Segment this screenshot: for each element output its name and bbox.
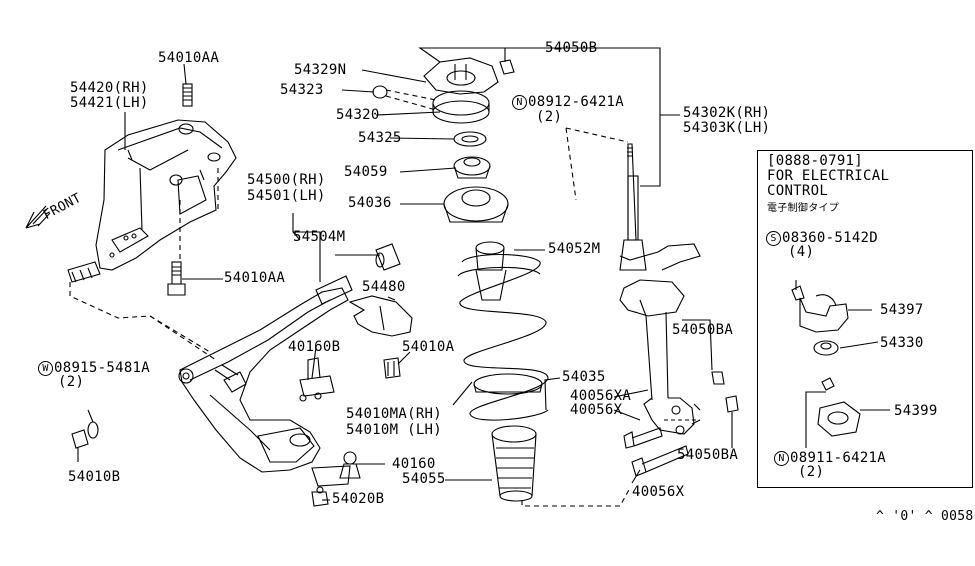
bushing-54504m-drawing [375, 243, 401, 271]
part-label-54020b: 54020B [332, 491, 385, 507]
nut-54010b-drawing [71, 429, 89, 449]
inset-nut-08911-qty: (2) [798, 464, 825, 480]
part-label-54501: 54501(LH) [247, 188, 326, 204]
inset-japanese-note: 電子制御タイプ [767, 203, 840, 214]
screw-08360-code: 08360-5142D [782, 230, 879, 246]
part-label-54010aa-top: 54010AA [158, 50, 220, 66]
inset-part-label-54330: 54330 [880, 335, 924, 351]
part-label-54050ba-a: 54050BA [672, 322, 734, 338]
part-label-54421: 54421(LH) [70, 95, 149, 111]
part-label-54303k: 54303K(LH) [683, 120, 771, 136]
crossmember-bracket-drawing [67, 83, 237, 361]
lower-control-arm-drawing [178, 275, 353, 473]
part-label-54059: 54059 [344, 164, 388, 180]
part-label-54010aa-mid: 54010AA [224, 270, 286, 286]
inset-part-label-54399: 54399 [894, 403, 938, 419]
part-label-54323: 54323 [280, 82, 324, 98]
nut-symbol-icon: N [512, 95, 527, 110]
dust-boot-54055-drawing [491, 425, 537, 502]
nut-08912-code: 08912-6421A [528, 94, 625, 110]
part-label-54036: 54036 [348, 195, 392, 211]
part-label-54010b: 54010B [68, 469, 121, 485]
part-label-54010a: 54010A [402, 339, 455, 355]
part-label-54010m: 54010M (LH) [346, 422, 443, 438]
part-label-54050b: 54050B [545, 40, 598, 56]
part-label-54420: 54420(RH) [70, 80, 149, 96]
coil-spring-54010m-drawing [457, 241, 549, 421]
inset-screw-08360-qty: (4) [788, 244, 815, 260]
strut-mount-drawing [372, 57, 515, 223]
part-label-54329n: 54329N [294, 62, 347, 78]
electrical-control-inset: [0888-0791] FOR ELECTRICAL CONTROL 電子制御タ… [757, 150, 973, 488]
bolt-40056x-drawing [631, 445, 689, 477]
part-label-54050ba-b: 54050BA [677, 447, 739, 463]
ball-joint-40160-drawing [311, 451, 361, 494]
part-label-54480: 54480 [362, 279, 406, 295]
inset-part-label-54397: 54397 [880, 302, 924, 318]
part-label-54325: 54325 [358, 130, 402, 146]
part-label-nut-08912-qty: (2) [536, 109, 563, 125]
front-arrow-icon [25, 205, 51, 229]
part-label-40160b: 40160B [288, 339, 341, 355]
washer-08915-code: 08915-5481A [54, 360, 151, 376]
washer-08915-drawing [87, 421, 99, 439]
part-label-54035: 54035 [562, 369, 606, 385]
inset-title-line2: CONTROL [767, 183, 829, 199]
part-label-54302k: 54302K(RH) [683, 105, 771, 121]
washer-symbol-icon: W [38, 361, 53, 376]
nut-54050ba-drawing [711, 371, 725, 385]
bracket-54480-drawing [348, 295, 413, 337]
part-label-54010ma: 54010MA(RH) [346, 406, 443, 422]
part-label-40056x-a: 40056X [570, 402, 623, 418]
strut-assembly-54302k-drawing [619, 143, 701, 435]
ball-joint-40160b-drawing [299, 357, 335, 402]
nut-54020b-drawing [311, 491, 329, 507]
inset-parts-drawing [791, 280, 890, 448]
part-label-54500: 54500(RH) [247, 172, 326, 188]
part-label-54320: 54320 [336, 107, 380, 123]
inset-title-line1: FOR ELECTRICAL [767, 168, 890, 184]
bolt-40056xa-drawing [623, 427, 663, 449]
part-label-40056xa: 40056XA [570, 388, 632, 404]
part-label-54504m: 54504M [293, 229, 346, 245]
nut-54050ba-lower-drawing [725, 395, 739, 413]
part-label-54052m: 54052M [548, 241, 601, 257]
part-label-40160: 40160 [392, 456, 436, 472]
nut-symbol-icon: N [774, 451, 789, 466]
nut-08911-code: 08911-6421A [790, 450, 887, 466]
diagram-reference-code: ^ '0' ^ 0058 [876, 509, 974, 524]
screw-symbol-icon: S [766, 231, 781, 246]
inset-date-range: [0888-0791] [767, 153, 864, 169]
part-label-washer-08915-qty: (2) [58, 374, 85, 390]
part-label-54055: 54055 [402, 471, 446, 487]
bolt-54010a-drawing [383, 357, 401, 379]
part-label-40056x-b: 40056X [632, 484, 685, 500]
